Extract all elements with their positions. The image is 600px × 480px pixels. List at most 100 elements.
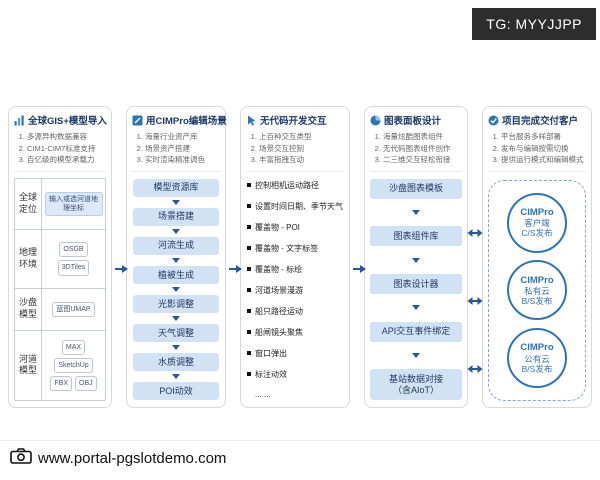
- arrow-down-icon: [172, 345, 180, 351]
- scene-editing-flow: 模型资源库 场景搭建 河流生成 植被生成 光影调整 天气调整 水质调整 POI动…: [132, 178, 220, 401]
- flow-step: 模型资源库: [133, 178, 219, 197]
- panel-title: 项目完成交付客户: [502, 116, 579, 127]
- deploy-type: 客户端: [524, 218, 550, 229]
- point-item: 多源异构数据兼容: [27, 131, 106, 143]
- panel-header: 无代码开发交互: [246, 113, 344, 127]
- flow-arrow-right-icon: [353, 265, 366, 274]
- flow-arrow-bidirectional-icon: [467, 228, 483, 237]
- row-label: 全球定位: [15, 178, 42, 230]
- deploy-mode: B/S发布: [521, 363, 553, 374]
- interaction-list: 控制相机运动路径 设置时间日期、季节天气 覆盖物 - POI 覆盖物 - 文字标…: [246, 180, 344, 399]
- source-chip: SketchUp: [54, 357, 93, 373]
- flow-arrow-bidirectional-icon: [467, 364, 483, 373]
- interaction-item: 设置时间日期、季节天气: [246, 201, 344, 212]
- pie-chart-icon: [370, 115, 381, 126]
- flow-step: API交互事件绑定: [370, 321, 462, 342]
- panel-title: 用CIMPro编辑场景: [146, 116, 227, 127]
- point-item: 海量炫酷图表组件: [383, 131, 462, 143]
- interaction-item: 控制相机运动路径: [246, 180, 344, 191]
- source-chip: MAX: [61, 339, 86, 355]
- point-item: 发布与编辑按需切换: [501, 143, 586, 155]
- workflow-diagram: 全球GIS+模型导入 多源异构数据兼容 CIM1-CIM7标准支持 百亿级的模型…: [8, 106, 592, 408]
- panel-gap: [226, 106, 242, 408]
- interaction-item: 覆盖物 - 标绘: [246, 264, 344, 275]
- point-item: 场景交互控制: [259, 143, 344, 155]
- flow-step: 植被生成: [133, 266, 219, 284]
- flow-step: 沙盘图表模板: [370, 178, 462, 199]
- source-chip: OBJ: [75, 375, 97, 391]
- point-item: 海量行业资产库: [145, 131, 220, 143]
- interaction-item-more: ... ...: [255, 389, 271, 399]
- point-item: 场景资产搭建: [145, 143, 220, 155]
- flow-step: 河流生成: [133, 236, 219, 255]
- arrow-down-icon: [412, 210, 420, 216]
- row-items: MAX SketchUp FBX OBJ: [42, 331, 105, 401]
- arrow-down-icon: [172, 257, 180, 263]
- table-row: 沙盘模型 蓝图UMAP: [15, 288, 105, 331]
- panel-nocode-interaction: 无代码开发交互 上百种交互类型 场景交互控制 丰富拖拽互动 控制相机运动路径 设…: [240, 106, 350, 408]
- deploy-mode: B/S发布: [521, 296, 553, 307]
- panel-delivery: 项目完成交付客户 平台服务多样部署 发布与编辑按需切换 提供运行模式和编辑模式 …: [482, 106, 592, 408]
- source-chip: 输入或选河道地理坐标: [44, 191, 103, 217]
- flow-step: 图表组件库: [370, 226, 462, 247]
- table-row: 地理环境 OSGB 3DTiles: [15, 230, 105, 289]
- panel-title: 无代码开发交互: [260, 116, 327, 127]
- panel-header: 项目完成交付客户: [488, 113, 586, 127]
- interaction-item: 窗口弹出: [246, 348, 344, 359]
- row-items: 输入或选河道地理坐标: [42, 179, 105, 229]
- point-item: 上百种交互类型: [259, 131, 344, 143]
- check-circle-icon: [488, 115, 499, 126]
- source-chip: OSGB: [59, 242, 88, 258]
- deploy-mode: C/S发布: [521, 228, 553, 239]
- panel-header: 全球GIS+模型导入: [14, 113, 107, 127]
- deploy-brand: CIMPro: [520, 274, 554, 286]
- interaction-item: 覆盖物 - POI: [246, 222, 344, 233]
- point-item: CIM1-CIM7标准支持: [27, 143, 106, 155]
- row-label: 沙盘模型: [15, 288, 42, 330]
- arrow-down-icon: [412, 352, 420, 358]
- arrow-down-icon: [412, 305, 420, 311]
- panel-gap: [350, 106, 366, 408]
- cursor-icon: [246, 115, 257, 126]
- panel-points: 多源异构数据兼容 CIM1-CIM7标准支持 百亿级的模型承载力: [14, 131, 106, 172]
- panel-gap: [112, 106, 128, 408]
- deploy-type: 私有云: [524, 285, 550, 296]
- deploy-brand: CIMPro: [520, 342, 554, 354]
- point-item: 平台服务多样部署: [501, 131, 586, 143]
- row-label: 河道模型: [15, 330, 42, 401]
- deploy-circle-private-cloud: CIMPro 私有云 B/S发布: [507, 260, 567, 321]
- panel-points: 平台服务多样部署 发布与编辑按需切换 提供运行模式和编辑模式: [488, 131, 586, 172]
- table-row: 河道模型 MAX SketchUp FBX OBJ: [15, 330, 105, 401]
- bar-chart-icon: [14, 115, 25, 126]
- flow-step: 光影调整: [133, 295, 219, 313]
- row-items: OSGB 3DTiles: [42, 230, 105, 288]
- deploy-circle-public-cloud: CIMPro 公有云 B/S发布: [507, 328, 567, 389]
- arrow-down-icon: [172, 374, 180, 380]
- point-item: 无代码图表组件创作: [383, 143, 462, 155]
- interaction-item: 船闸镜头聚焦: [246, 327, 344, 338]
- interaction-item: 覆盖物 - 文字标签: [246, 243, 344, 254]
- flow-step: 图表设计器: [370, 274, 462, 294]
- table-row: 全球定位 输入或选河道地理坐标: [15, 178, 105, 231]
- flow-step: 水质调整: [133, 353, 219, 371]
- source-chip: FBX: [50, 375, 72, 391]
- import-sources-table: 全球定位 输入或选河道地理坐标 地理环境 OSGB 3DTiles 沙盘模型 蓝…: [14, 177, 106, 401]
- watermark-url: www.portal-pgslotdemo.com: [38, 449, 227, 467]
- edit-scene-icon: [132, 115, 143, 126]
- arrow-down-icon: [412, 257, 420, 263]
- panel-gis-import: 全球GIS+模型导入 多源异构数据兼容 CIM1-CIM7标准支持 百亿级的模型…: [8, 106, 112, 408]
- interaction-item: 河道场景漫游: [246, 285, 344, 296]
- arrow-down-icon: [172, 286, 180, 292]
- flow-arrow-right-icon: [229, 265, 242, 274]
- panel-points: 上百种交互类型 场景交互控制 丰富拖拽互动: [246, 131, 344, 172]
- flow-step: 天气调整: [133, 324, 219, 342]
- flow-step: 场景搭建: [133, 207, 219, 226]
- deploy-type: 公有云: [524, 353, 550, 364]
- panel-points: 海量炫酷图表组件 无代码图表组件创作 二三维交互轻松衔接: [370, 131, 462, 172]
- panel-chart-design: 图表面板设计 海量炫酷图表组件 无代码图表组件创作 二三维交互轻松衔接 沙盘图表…: [364, 106, 468, 408]
- point-item: 提供运行模式和编辑模式: [501, 154, 586, 166]
- source-chip: 蓝图UMAP: [52, 301, 95, 317]
- flow-step-line2: （含AIoT）: [392, 384, 439, 395]
- camera-icon: [10, 448, 32, 468]
- panel-header: 用CIMPro编辑场景: [132, 113, 227, 127]
